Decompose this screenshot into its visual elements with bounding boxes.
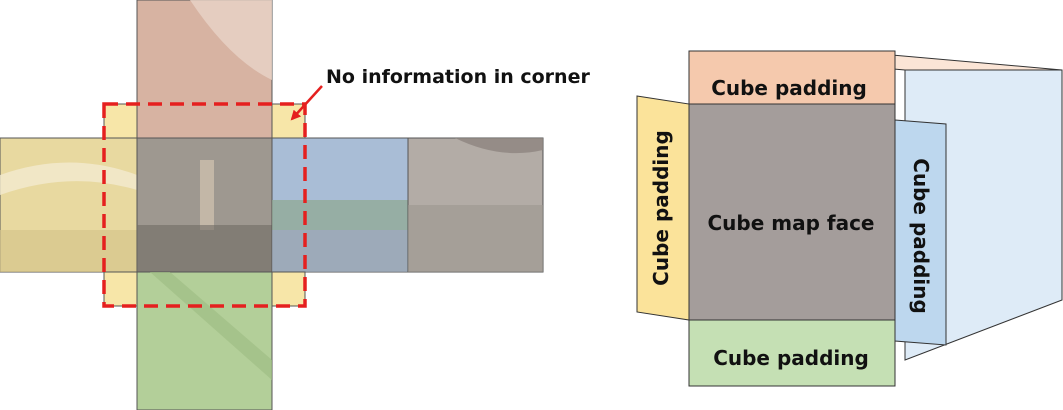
corner-bottom-left <box>103 271 138 307</box>
top-padding-label: Cube padding <box>711 76 867 100</box>
cube-3d-padding: Cube padding Cube map face Cube padding … <box>636 50 1063 387</box>
corner-top-left <box>103 103 138 139</box>
center-face-label: Cube map face <box>708 211 875 235</box>
cube-map-face <box>688 103 896 321</box>
corner-bottom-right <box>271 271 306 307</box>
bottom-padding-label: Cube padding <box>713 346 869 370</box>
annotation-arrow <box>290 85 323 121</box>
right-padding-label: Cube padding <box>909 158 933 314</box>
left-padding-label: Cube padding <box>649 130 673 286</box>
cube-map-unfolded: No information in corner <box>0 0 590 410</box>
padding-boundary-dashed <box>102 102 307 308</box>
bottom-face <box>136 271 273 410</box>
annotation-label: No information in corner <box>326 66 590 88</box>
